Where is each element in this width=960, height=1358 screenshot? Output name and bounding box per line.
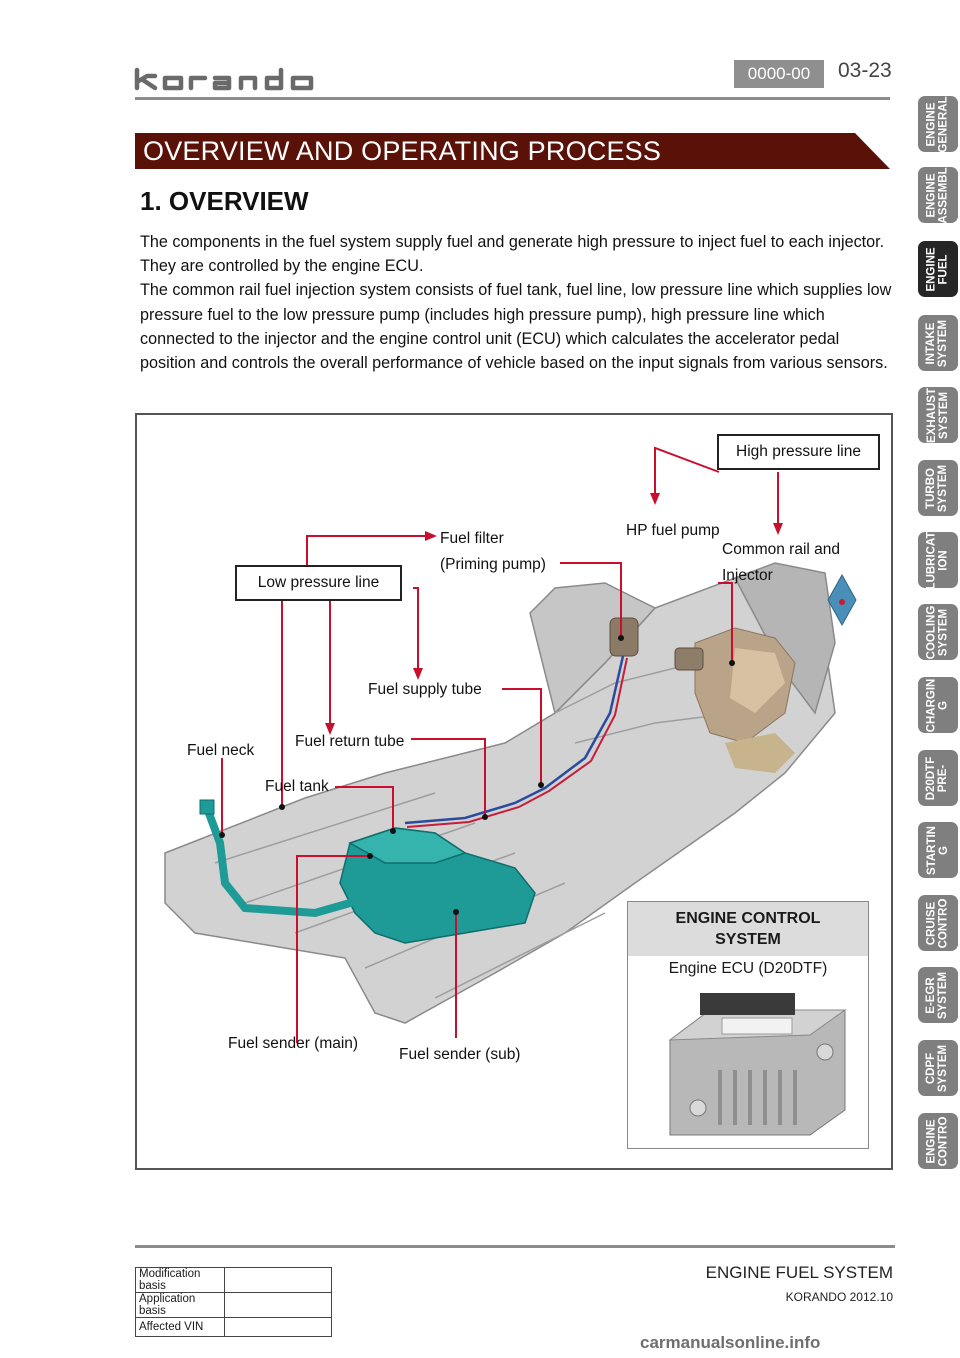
tab-label: CHARGIN G [927,678,950,732]
high-pressure-line-label: High pressure line [717,434,880,470]
table-row: Application basis [136,1293,332,1318]
header-divider [135,97,890,100]
tab-e-egr-system[interactable]: E-EGR SYSTEM [918,967,958,1023]
fuel-tank-label: Fuel tank [265,778,329,796]
footer-subtitle: KORANDO 2012.10 [786,1290,893,1304]
tab-lubrication[interactable]: LUBRICAT ION [918,532,958,588]
tab-label: EXHAUST SYSTEM [927,388,950,443]
priming-pump-label: (Priming pump) [440,556,546,574]
affected-vin-value [225,1318,332,1337]
application-basis-label: Application basis [136,1293,225,1318]
overview-paragraph-2: The common rail fuel injection system co… [140,278,895,375]
application-basis-value [225,1293,332,1318]
tab-label: ENGINE ASSEMBL [927,167,950,223]
tab-label: ENGINE FUEL [927,247,950,291]
fuel-filter-shape [610,618,638,656]
tab-label: E-EGR SYSTEM [927,971,950,1018]
compass-icon [828,575,856,625]
tab-label: CDPF SYSTEM [927,1044,950,1091]
footer-divider [135,1245,895,1248]
tab-label: LUBRICAT ION [927,531,950,589]
hp-pump-shape [675,648,703,670]
tab-label: STARTIN G [927,826,950,875]
fuel-neck-label: Fuel neck [187,742,254,760]
page-number: 03-23 [838,59,892,83]
banner-title: OVERVIEW AND OPERATING PROCESS [143,133,661,169]
overview-paragraph-1: The components in the fuel system supply… [140,230,895,278]
tab-label: TURBO SYSTEM [927,464,950,511]
tab-label: ENGINE CONTRO [927,1116,950,1166]
table-row: Modification basis [136,1268,332,1293]
tab-intake-system[interactable]: INTAKE SYSTEM [918,315,958,371]
tab-starting[interactable]: STARTIN G [918,822,958,878]
tab-cooling-system[interactable]: COOLING SYSTEM [918,604,958,660]
ecu-title-line-1: ENGINE CONTROL [676,908,821,929]
hp-fuel-pump-label: HP fuel pump [626,522,720,540]
injector-label: Injector [722,567,773,585]
watermark: carmanualsonline.info [640,1333,820,1353]
tab-engine-control[interactable]: ENGINE CONTRO [918,1113,958,1169]
tab-cruise-control[interactable]: CRUISE CONTRO [918,895,958,951]
tab-label: D20DTF PRE- [927,756,950,799]
revision-table: Modification basis Application basis Aff… [135,1267,332,1337]
ecu-subtitle: Engine ECU (D20DTF) [628,960,868,978]
low-pressure-line-label: Low pressure line [235,565,402,601]
modification-basis-label: Modification basis [136,1268,225,1293]
fuel-return-tube-label: Fuel return tube [295,733,404,751]
tab-turbo-system[interactable]: TURBO SYSTEM [918,460,958,516]
overview-text: The components in the fuel system supply… [140,230,895,375]
ecu-title-line-2: SYSTEM [676,929,821,950]
footer-title: ENGINE FUEL SYSTEM [706,1263,893,1283]
common-rail-label: Common rail and [722,541,840,559]
tab-label: INTAKE SYSTEM [927,319,950,366]
tab-engine-assembly[interactable]: ENGINE ASSEMBL [918,167,958,223]
tab-d20dtf-pre[interactable]: D20DTF PRE- [918,750,958,806]
affected-vin-label: Affected VIN [136,1318,225,1337]
table-row: Affected VIN [136,1318,332,1337]
fuel-sender-main-label: Fuel sender (main) [228,1035,358,1053]
tab-exhaust-system[interactable]: EXHAUST SYSTEM [918,387,958,443]
tab-charging[interactable]: CHARGIN G [918,677,958,733]
tab-cdpf-system[interactable]: CDPF SYSTEM [918,1040,958,1096]
fuel-sender-sub-label: Fuel sender (sub) [399,1046,520,1064]
modification-basis-value [225,1268,332,1293]
korando-logo [133,66,318,92]
tab-label: CRUISE CONTRO [927,898,950,948]
fuel-filter-label: Fuel filter [440,530,504,548]
fuel-supply-tube-label: Fuel supply tube [368,681,482,699]
tab-label: ENGINE GENERAL [927,96,950,152]
section-heading: 1. OVERVIEW [140,186,309,217]
tab-engine-general[interactable]: ENGINE GENERAL [918,96,958,152]
tab-engine-fuel[interactable]: ENGINE FUEL [918,241,958,297]
document-code: 0000-00 [734,60,824,88]
ecu-unit-image [650,990,850,1140]
tab-label: COOLING SYSTEM [927,605,950,659]
